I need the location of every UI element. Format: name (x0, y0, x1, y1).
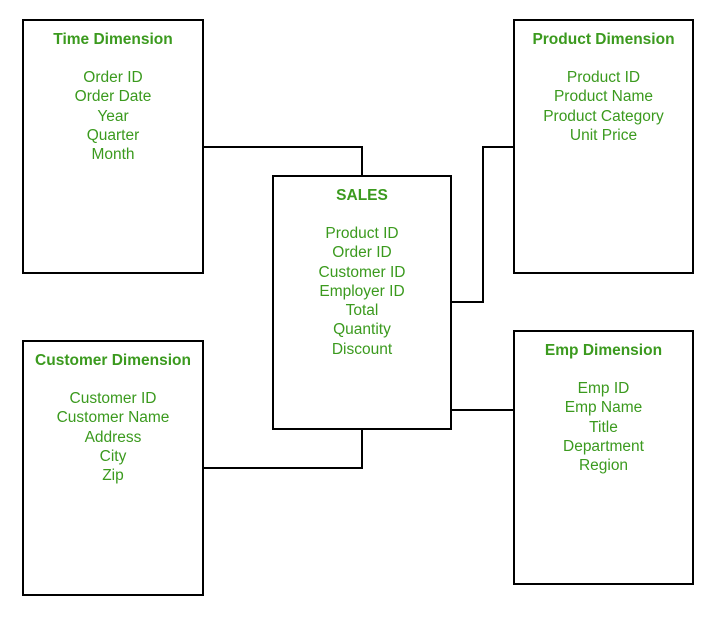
customer-dimension-title: Customer Dimension (35, 352, 191, 369)
emp-dimension-attribute: Region (578, 457, 629, 475)
time-dimension-attribute: Order ID (83, 69, 143, 86)
customer-dimension-table: Customer Dimension Customer ID Customer N… (22, 340, 204, 596)
product-dimension-title: Product Dimension (532, 31, 675, 48)
sales-fact-attribute: Total (345, 302, 379, 320)
sales-fact-title: SALES (336, 187, 388, 204)
sales-fact-attribute: Customer ID (318, 263, 406, 281)
emp-dimension-attribute: Department (563, 437, 644, 455)
sales-fact-attribute: Quantity (333, 321, 391, 339)
connector-product-sales (452, 146, 513, 303)
time-dimension-attribute: Year (97, 107, 129, 125)
customer-dimension-attribute: Zip (102, 467, 124, 485)
time-dimension-attribute: Order Date (74, 88, 152, 106)
customer-dimension-attribute: Customer ID (69, 390, 157, 407)
product-dimension-attribute: Product Name (553, 88, 654, 106)
product-dimension-table: Product Dimension Product ID Product Name… (513, 19, 694, 274)
time-dimension-attribute: Month (91, 146, 135, 164)
emp-dimension-attribute: Emp Name (564, 399, 643, 417)
customer-dimension-attribute: Address (84, 428, 142, 446)
emp-dimension-attribute: Emp ID (577, 380, 630, 397)
product-dimension-attribute: Product Category (543, 107, 664, 125)
sales-fact-attribute: Product ID (325, 225, 399, 242)
sales-fact-attribute: Order ID (332, 244, 392, 262)
emp-dimension-attribute: Title (589, 418, 618, 436)
product-dimension-attribute: Unit Price (569, 126, 638, 144)
time-dimension-attribute: Quarter (86, 126, 140, 144)
sales-fact-attribute: Employer ID (319, 282, 405, 300)
connector-time-sales (204, 146, 363, 175)
time-dimension-title: Time Dimension (53, 31, 173, 48)
emp-dimension-title: Emp Dimension (544, 342, 663, 359)
customer-dimension-attribute: Customer Name (56, 409, 170, 427)
product-dimension-attribute: Product ID (566, 69, 641, 86)
customer-dimension-attribute: City (99, 447, 127, 465)
sales-fact-attribute: Discount (331, 340, 393, 358)
connector-customer-sales (204, 430, 363, 469)
